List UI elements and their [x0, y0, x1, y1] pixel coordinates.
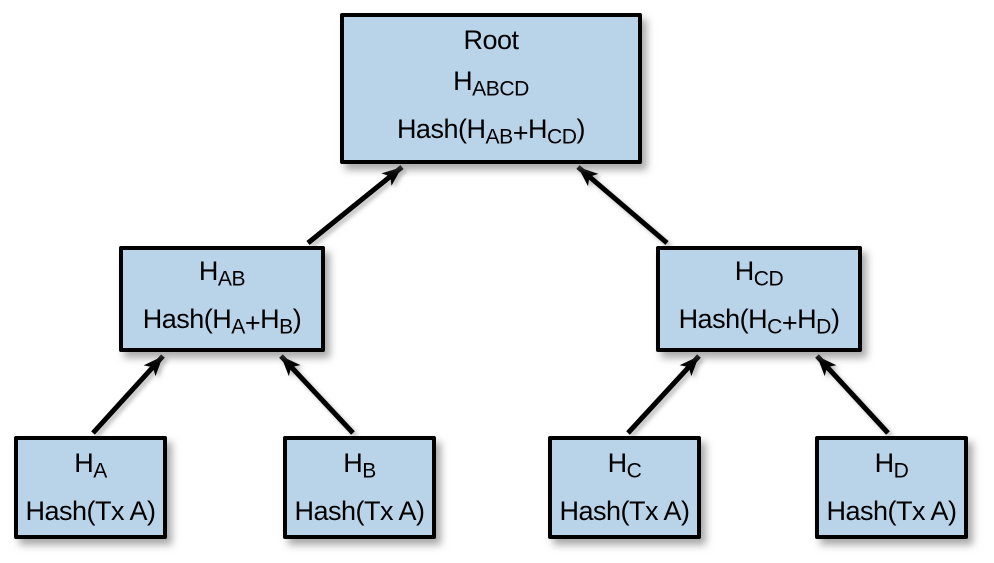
node-hb-formula: Hash(Tx A) — [294, 496, 425, 527]
node-hc: HC Hash(Tx A) — [548, 436, 701, 539]
formula-prefix: Hash( — [396, 114, 467, 144]
hash-symbol: H — [466, 114, 486, 144]
hash-symbol: H — [343, 447, 363, 478]
node-ha: HA Hash(Tx A) — [14, 436, 167, 539]
formula-suffix: ) — [576, 114, 586, 144]
hash-symbol: H — [453, 65, 473, 96]
plus-operator: + — [781, 307, 798, 338]
node-hcd: HCD Hash(HC+HD) — [656, 246, 862, 352]
hash-subscript: D — [893, 459, 909, 483]
hash-subscript: CD — [753, 267, 784, 290]
plus-operator: + — [244, 307, 261, 338]
hash-symbol: H — [607, 447, 628, 478]
hash-symbol: H — [734, 255, 755, 286]
hash-symbol: H — [74, 447, 94, 478]
node-ha-formula: Hash(Tx A) — [25, 496, 156, 527]
node-hc-label: HC — [608, 443, 642, 491]
hash-subscript: A — [231, 315, 245, 339]
hash-subscript: C — [767, 315, 782, 339]
formula-suffix: ) — [292, 304, 302, 334]
edge-hb-to-hab — [279, 354, 355, 435]
hash-symbol: H — [748, 304, 768, 334]
node-root-title: Root — [463, 24, 519, 55]
node-hcd-label: HCD — [735, 251, 784, 299]
node-hc-formula: Hash(Tx A) — [559, 496, 690, 527]
edge-hab-to-root — [306, 165, 404, 245]
node-root-label: HABCD — [453, 61, 529, 109]
hash-symbol: H — [797, 304, 817, 334]
hash-symbol: H — [527, 114, 548, 144]
hash-subscript: AB — [217, 267, 246, 290]
formula-suffix: ) — [830, 304, 840, 334]
node-hd: HD Hash(Tx A) — [815, 436, 968, 539]
node-root: Root HABCD Hash(HAB+HCD) — [340, 13, 642, 164]
hash-symbol: H — [212, 304, 232, 334]
hash-subscript: C — [626, 459, 642, 483]
node-hab-label: HAB — [198, 251, 246, 299]
edge-hcd-to-root — [576, 165, 669, 245]
node-ha-label: HA — [74, 443, 107, 491]
hash-symbol: H — [874, 447, 895, 478]
formula-prefix: Hash( — [142, 304, 213, 334]
hash-subscript: B — [279, 315, 293, 339]
edge-ha-to-hab — [91, 354, 165, 435]
formula-prefix: Hash( — [678, 304, 749, 334]
edge-hd-to-hcd — [815, 354, 890, 435]
node-hd-label: HD — [875, 443, 909, 491]
hash-subscript: CD — [546, 125, 577, 149]
node-root-formula: Hash(HAB+HCD) — [396, 109, 586, 157]
node-hcd-formula: Hash(HC+HD) — [679, 299, 840, 347]
plus-operator: + — [512, 117, 529, 148]
hash-subscript: AB — [485, 125, 513, 149]
hash-symbol: H — [260, 304, 280, 334]
hash-subscript: ABCD — [472, 77, 529, 100]
node-hab-formula: Hash(HA+HB) — [143, 299, 302, 347]
hash-subscript: B — [362, 459, 376, 483]
hash-symbol: H — [198, 255, 219, 286]
node-hb: HB Hash(Tx A) — [283, 436, 436, 539]
node-hd-formula: Hash(Tx A) — [826, 496, 957, 527]
edge-hc-to-hcd — [626, 354, 701, 435]
node-hab: HAB Hash(HA+HB) — [119, 246, 325, 352]
node-hb-label: HB — [343, 443, 376, 491]
hash-subscript: A — [93, 459, 107, 483]
hash-subscript: D — [816, 315, 831, 339]
